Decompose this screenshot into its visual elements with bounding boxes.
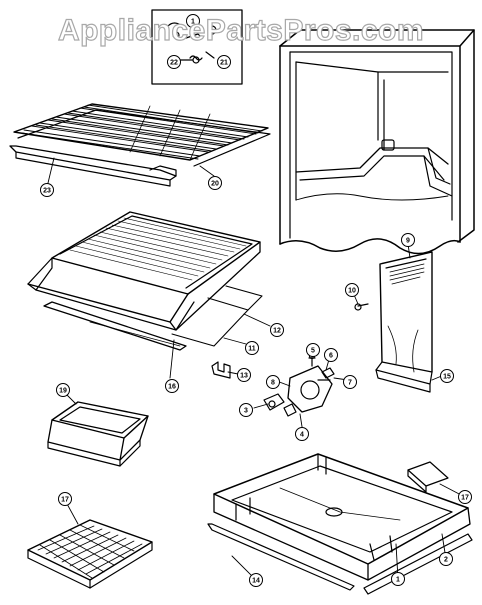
- callout-23: [167, 55, 181, 69]
- callout-markers: [40, 14, 472, 587]
- control-assembly: [263, 352, 335, 417]
- callout-19: [58, 492, 72, 506]
- callout-17: [458, 490, 472, 504]
- callout-14: [249, 573, 263, 587]
- callout-label-13: 13: [240, 373, 248, 380]
- callout-label-1: 1: [396, 577, 400, 584]
- callout-22: [217, 55, 231, 69]
- drain-tray: [207, 453, 473, 595]
- callout-5: [306, 343, 320, 357]
- callout-11: [245, 341, 259, 355]
- callout-24: [40, 183, 54, 197]
- callout-16: [165, 379, 179, 393]
- cabinet: [279, 29, 475, 255]
- callout-10: [345, 283, 359, 297]
- callout-label-inset-1: 1: [191, 19, 195, 26]
- callout-15: [440, 369, 454, 383]
- callout-label-12: 12: [273, 328, 281, 335]
- callout-label-3: 3: [244, 408, 248, 415]
- watermark-text: AppliancePartsPros.com: [57, 13, 425, 47]
- callout-label-4: 4: [300, 432, 304, 439]
- callout-3: [239, 403, 253, 417]
- leader-lines: [47, 157, 464, 581]
- callout-label-14: 14: [252, 578, 260, 585]
- callout-label-7: 7: [348, 380, 352, 387]
- callout-label-16: 16: [168, 384, 176, 391]
- callout-label-2: 2: [444, 557, 448, 564]
- callout-20: [56, 383, 70, 397]
- callout-label-6: 6: [329, 353, 333, 360]
- callout-label-8: 8: [271, 380, 275, 387]
- wire-shelf: [9, 103, 271, 187]
- callout-9: [401, 233, 415, 247]
- ice-cube-tray: [27, 519, 153, 589]
- callout-inset-1: [186, 14, 200, 28]
- callout-2: [439, 552, 453, 566]
- callout-label-22: 21: [220, 60, 228, 67]
- callout-21: [208, 176, 222, 190]
- callout-label-20: 19: [59, 388, 67, 395]
- callout-label-10: 10: [348, 288, 356, 295]
- bracket: [211, 361, 231, 379]
- callout-6: [324, 348, 338, 362]
- callout-13: [237, 368, 251, 382]
- callout-label-15: 15: [443, 374, 451, 381]
- callout-12: [270, 323, 284, 337]
- callout-label-11: 11: [248, 346, 256, 353]
- callout-label-21: 20: [211, 181, 219, 188]
- evaporator-cover: [354, 251, 433, 393]
- callout-label-17: 17: [461, 495, 469, 502]
- callout-4: [295, 427, 309, 441]
- callout-8: [266, 375, 280, 389]
- crisper-pan: [47, 401, 149, 467]
- crisper-shelf: [27, 211, 263, 351]
- callout-label-5: 5: [311, 348, 315, 355]
- callout-1: [391, 572, 405, 586]
- callout-label-9: 9: [406, 238, 410, 245]
- callout-7: [343, 375, 357, 389]
- callout-label-24: 23: [43, 188, 51, 195]
- inset-detail: [151, 9, 243, 85]
- callout-labels: 1 22 21 23 20 9 10 12 11 5 6 16 13 8 7 1…: [43, 19, 469, 585]
- callout-label-23: 22: [170, 60, 178, 67]
- callout-label-19: 17: [61, 497, 69, 504]
